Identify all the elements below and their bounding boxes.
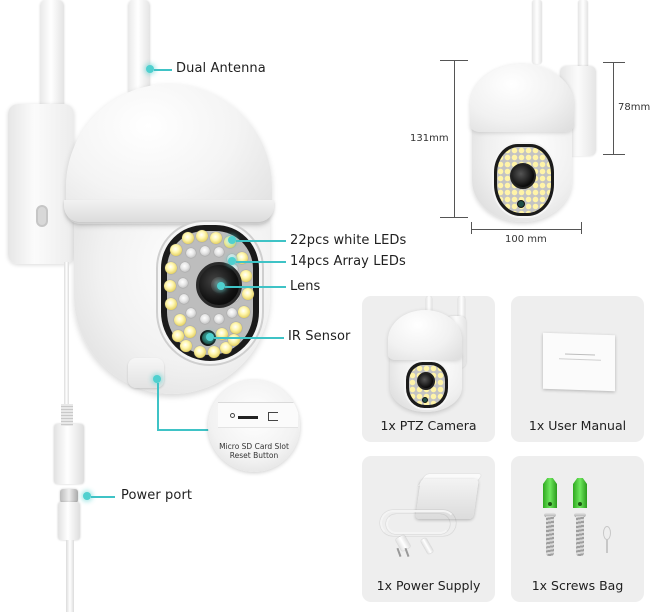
usb-c-plug-metal: [60, 489, 78, 503]
package-item-ptz-camera: 1x PTZ Camera: [362, 296, 495, 442]
array-led: [179, 294, 189, 304]
white-led: [170, 244, 182, 256]
wall-anchor: [543, 478, 557, 508]
array-led: [186, 248, 196, 258]
dimension-height-head: 78mm: [618, 102, 651, 113]
array-led: [214, 247, 224, 257]
power-cable-lower: [66, 540, 74, 612]
array-led: [200, 246, 210, 256]
usb-c-plug: [58, 502, 80, 540]
wall-anchor: [573, 478, 587, 508]
user-manual-icon: [543, 332, 615, 392]
callout-label: 22pcs white LEDs: [290, 233, 407, 248]
white-led: [228, 334, 240, 346]
white-led: [210, 232, 222, 244]
callout-dot: [228, 257, 236, 265]
callout-label: Power port: [121, 488, 193, 503]
package-item-user-manual: 1x User Manual: [511, 296, 644, 442]
white-led: [174, 314, 186, 326]
sd-cover: [128, 358, 164, 388]
screw: [546, 516, 554, 556]
cable-sleeve: [54, 424, 84, 484]
white-led: [194, 346, 206, 358]
callout-dot: [146, 65, 154, 73]
micro-sd-slot-icon: [238, 416, 258, 419]
callout-label: IR Sensor: [288, 329, 351, 344]
array-led: [186, 308, 196, 318]
white-led: [172, 330, 184, 342]
sd-inset-line2: Reset Button: [229, 451, 279, 460]
callout-label: 14pcs Array LEDs: [290, 254, 406, 269]
white-led: [165, 262, 177, 274]
antenna-right: [128, 0, 150, 96]
white-led: [220, 342, 232, 354]
white-led: [208, 346, 220, 358]
white-led: [240, 270, 252, 282]
wall-mount: [8, 104, 74, 264]
callout-dot: [228, 236, 236, 244]
array-led: [214, 314, 224, 324]
array-led: [180, 262, 190, 272]
array-led: [227, 308, 237, 318]
white-led: [238, 306, 250, 318]
package-item-label: 1x User Manual: [528, 418, 627, 433]
dimension-height-total: 131mm: [410, 133, 449, 144]
callout-dot: [206, 333, 214, 341]
screw: [576, 516, 584, 556]
power-cable: [64, 262, 69, 412]
white-led: [182, 232, 194, 244]
dimension-width-line: [471, 229, 581, 230]
white-led: [184, 326, 196, 338]
callout-label: Dual Antenna: [176, 61, 266, 76]
dimension-height-line: [454, 60, 455, 217]
usb-port-icon: [268, 412, 278, 421]
package-item-label: 1x PTZ Camera: [380, 418, 477, 433]
package-item-power-supply: 1x Power Supply: [362, 456, 495, 602]
reset-button-icon: [230, 413, 235, 418]
white-led: [165, 298, 177, 310]
dimension-head-line: [613, 62, 614, 154]
package-item-screws-bag: 1x Screws Bag: [511, 456, 644, 602]
white-led: [242, 288, 254, 300]
white-led: [164, 280, 176, 292]
package-item-label: 1x Screws Bag: [531, 578, 624, 593]
array-led: [178, 278, 188, 288]
camera-dome-rim: [64, 200, 274, 222]
white-led: [196, 230, 208, 242]
array-led: [200, 314, 210, 324]
sd-inset-line1: Micro SD Card Slot: [219, 442, 289, 451]
dimension-width: 100 mm: [505, 234, 547, 245]
eject-pin: [603, 526, 611, 540]
mount-keyhole: [36, 205, 48, 227]
sd-card-inset: Micro SD Card Slot Reset Button: [208, 380, 300, 472]
package-item-label: 1x Power Supply: [376, 578, 481, 593]
white-led: [180, 340, 192, 352]
callout-dot: [217, 282, 225, 290]
callout-dot: [83, 492, 91, 500]
callout-dot: [153, 375, 161, 383]
white-led: [230, 322, 242, 334]
callout-label: Lens: [290, 279, 321, 294]
cable-grip: [61, 404, 73, 426]
